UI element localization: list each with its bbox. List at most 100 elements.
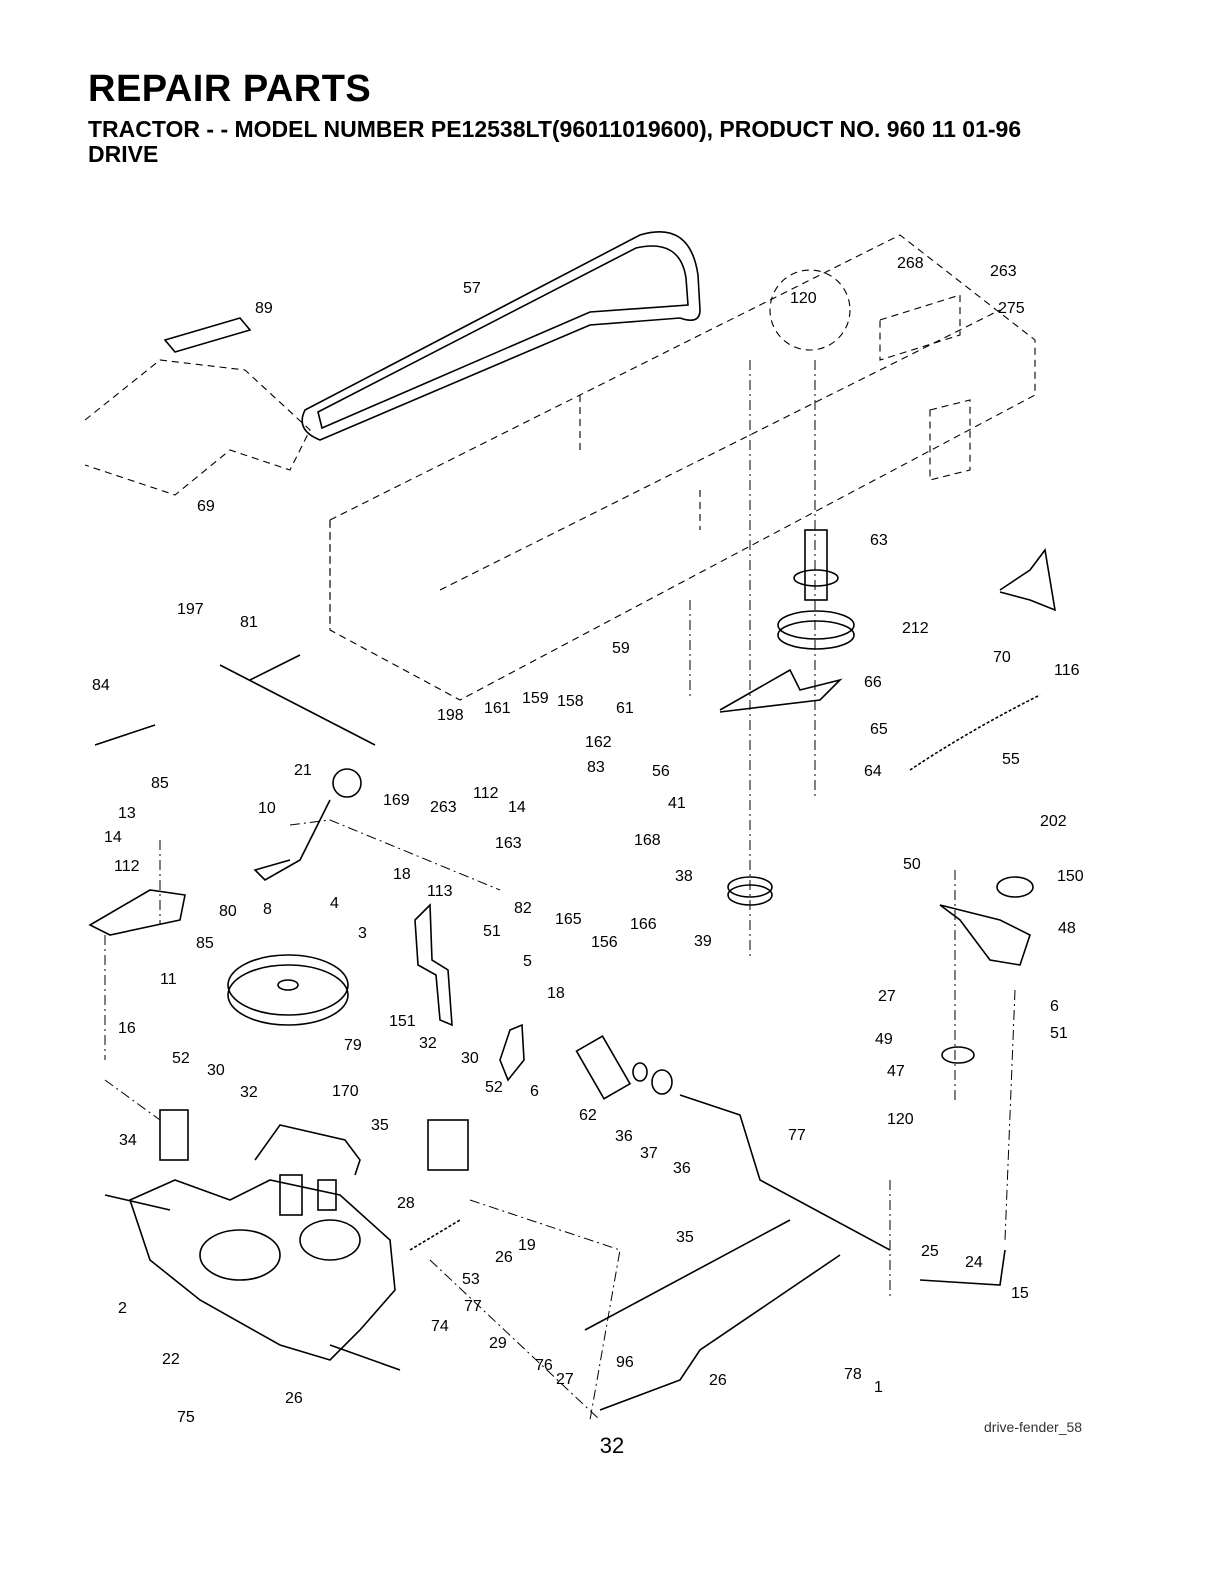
callout-75: 75 xyxy=(177,1409,195,1426)
callout-74: 74 xyxy=(431,1318,449,1335)
callout-26: 26 xyxy=(709,1372,727,1389)
callout-37: 37 xyxy=(640,1145,658,1162)
brake-shaft-34 xyxy=(679,1094,891,1251)
model-subtitle: TRACTOR - - MODEL NUMBER PE12538LT(96011… xyxy=(88,116,1022,142)
page-title: REPAIR PARTS xyxy=(88,68,372,110)
callout-66: 66 xyxy=(864,674,882,691)
callout-82: 82 xyxy=(514,900,532,917)
shift-lever-8 xyxy=(253,799,331,881)
callout-1: 1 xyxy=(874,1379,883,1396)
bracket-70 xyxy=(999,548,1057,612)
callout-6: 6 xyxy=(530,1083,539,1100)
callout-83: 83 xyxy=(587,759,605,776)
callout-165: 165 xyxy=(555,911,582,928)
callout-52: 52 xyxy=(485,1079,503,1096)
callout-77: 77 xyxy=(464,1298,482,1315)
callout-28: 28 xyxy=(397,1195,415,1212)
callout-170: 170 xyxy=(332,1083,359,1100)
callout-34: 34 xyxy=(119,1132,137,1149)
brake-rod-84 xyxy=(94,724,156,746)
callout-116: 116 xyxy=(1054,662,1080,679)
callout-30: 30 xyxy=(461,1050,479,1067)
callout-120: 120 xyxy=(887,1111,914,1128)
bracket-48 xyxy=(939,904,1031,966)
diagram-reference: drive-fender_58 xyxy=(984,1419,1082,1435)
callout-22: 22 xyxy=(162,1351,180,1368)
callout-63: 63 xyxy=(870,532,888,549)
callout-14: 14 xyxy=(104,829,122,846)
callout-166: 166 xyxy=(630,916,657,933)
callout-96: 96 xyxy=(616,1354,634,1371)
callout-81: 81 xyxy=(240,614,258,631)
callout-202: 202 xyxy=(1040,813,1067,830)
pulley-38 xyxy=(727,876,773,906)
callout-24: 24 xyxy=(965,1254,983,1271)
rod-28 xyxy=(584,1219,791,1331)
callout-13: 13 xyxy=(118,805,136,822)
callout-32: 32 xyxy=(240,1084,258,1101)
callout-112: 112 xyxy=(473,785,499,802)
callout-85: 85 xyxy=(196,935,214,952)
callout-168: 168 xyxy=(634,832,661,849)
callout-16: 16 xyxy=(118,1020,136,1037)
shift-rod-81 xyxy=(219,664,376,746)
callout-48: 48 xyxy=(1058,920,1076,937)
callout-27: 27 xyxy=(556,1371,574,1388)
callout-65: 65 xyxy=(870,721,888,738)
callout-77: 77 xyxy=(788,1127,806,1144)
callout-161: 161 xyxy=(484,700,511,717)
callout-212: 212 xyxy=(902,620,929,637)
callout-26: 26 xyxy=(495,1249,513,1266)
callout-169: 169 xyxy=(383,792,410,809)
callout-51: 51 xyxy=(483,923,501,940)
callout-197: 197 xyxy=(177,601,204,618)
callout-30: 30 xyxy=(207,1062,225,1079)
callout-18: 18 xyxy=(547,985,565,1002)
callout-10: 10 xyxy=(258,800,276,817)
callout-79: 79 xyxy=(344,1037,362,1054)
callout-89: 89 xyxy=(255,300,273,317)
callout-2: 2 xyxy=(118,1300,127,1317)
rod-22 xyxy=(599,1254,841,1411)
idler-47 xyxy=(941,1046,975,1064)
bracket-170 xyxy=(254,1124,361,1176)
callout-49: 49 xyxy=(875,1031,893,1048)
callout-112: 112 xyxy=(114,858,140,875)
drive-belt-inner xyxy=(317,245,689,430)
callout-158: 158 xyxy=(557,693,584,710)
callout-156: 156 xyxy=(591,934,618,951)
callout-150: 150 xyxy=(1057,868,1084,885)
callout-53: 53 xyxy=(462,1271,480,1288)
bracket-113 xyxy=(414,903,453,1027)
callout-80: 80 xyxy=(219,903,237,920)
callout-275: 275 xyxy=(998,300,1025,317)
callout-41: 41 xyxy=(668,795,686,812)
pulley-shaft-63 xyxy=(777,529,855,650)
callout-3: 3 xyxy=(358,925,367,942)
callout-263: 263 xyxy=(430,799,457,816)
callout-50: 50 xyxy=(903,856,921,873)
callout-151: 151 xyxy=(389,1013,416,1030)
callout-11: 11 xyxy=(160,971,177,988)
callout-14: 14 xyxy=(508,799,526,816)
callout-4: 4 xyxy=(330,895,339,912)
callout-5: 5 xyxy=(523,953,532,970)
spring-55 xyxy=(909,694,1041,771)
callout-163: 163 xyxy=(495,835,522,852)
callout-159: 159 xyxy=(522,690,549,707)
callout-64: 64 xyxy=(864,763,882,780)
rod-53 xyxy=(919,1249,1006,1286)
callout-57: 57 xyxy=(463,280,481,297)
bracket-30-left xyxy=(159,1109,189,1161)
fender-outline xyxy=(84,359,311,496)
callout-27: 27 xyxy=(878,988,896,1005)
spring-25 xyxy=(409,1219,461,1251)
callout-47: 47 xyxy=(887,1063,905,1080)
callout-26: 26 xyxy=(285,1390,303,1407)
callout-69: 69 xyxy=(197,498,215,515)
callout-55: 55 xyxy=(1002,751,1020,768)
callout-52: 52 xyxy=(172,1050,190,1067)
callout-6: 6 xyxy=(1050,998,1059,1015)
callout-59: 59 xyxy=(612,640,630,657)
